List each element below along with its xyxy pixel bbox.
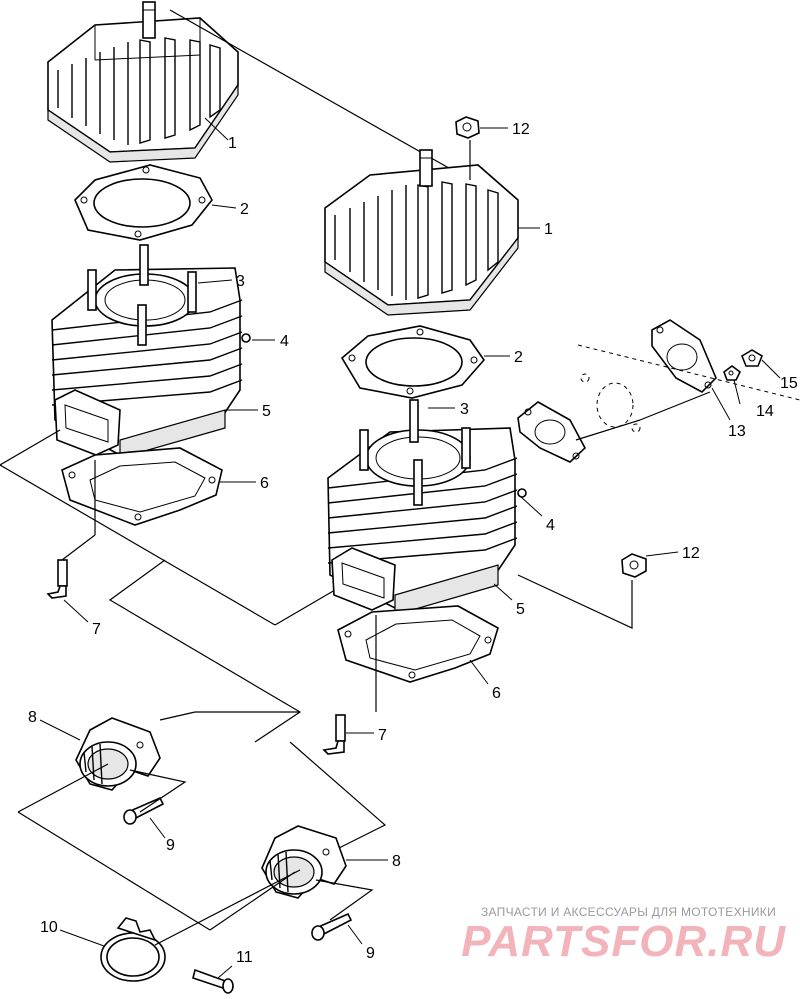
callout-10: 10 [40,919,58,936]
callout-13: 13 [728,423,746,440]
callout-3-right: 3 [460,401,469,418]
base-gasket-left [61,447,223,526]
nipple-fitting-right [322,714,346,755]
screw-right [311,912,353,941]
callout-9-left: 9 [166,837,175,854]
intake-flange-left [75,717,161,791]
nut-12-top [455,116,480,139]
callout-9-right: 9 [366,945,375,962]
callout-1-left: 1 [228,135,237,152]
cylinder-block-right [327,399,527,616]
intake-flange-right [261,825,347,899]
cylinder-head-left [47,1,239,163]
leader-lines-right [159,140,711,851]
head-gasket-left [74,164,213,241]
callout-2-left: 2 [240,201,249,218]
watermark-tagline: ЗАПЧАСТИ И АКСЕССУАРЫ ДЛЯ МОТОТЕХНИКИ [481,905,776,919]
callout-3-left: 3 [236,273,245,290]
callout-15: 15 [780,375,798,392]
base-gasket-right [337,605,499,683]
callout-8-right: 8 [392,853,401,870]
screw-left [123,796,165,825]
clamp-screw [192,968,234,994]
callout-8-left: 8 [28,709,37,726]
callout-4-left: 4 [280,333,289,350]
cylinder-head-right [324,149,519,316]
watermark-logo: PARTSFOR.RU [461,917,786,966]
exhaust-flange-group [517,319,800,463]
callout-labels: 1 2 3 4 5 6 7 12 1 2 3 4 5 6 7 12 13 14 … [28,121,798,966]
hose-clamp [100,917,166,982]
callout-6-left: 6 [260,475,269,492]
callout-11: 11 [236,949,253,966]
watermark: ЗАПЧАСТИ И АКСЕССУАРЫ ДЛЯ МОТОТЕХНИКИ PA… [461,905,786,966]
callout-leaders [39,117,781,979]
callout-1-right: 1 [544,221,553,238]
nipple-fitting-left [46,559,68,599]
nut-12-bottom [621,553,647,578]
callout-7-right: 7 [378,727,387,744]
callout-5-left: 5 [262,403,271,420]
callout-5-right: 5 [516,601,525,618]
callout-12-top: 12 [512,121,530,138]
callout-7-left: 7 [92,621,101,638]
callout-12-bottom: 12 [682,545,700,562]
callout-14: 14 [756,403,774,420]
callout-6-right: 6 [492,685,501,702]
leader-lines-intake [17,711,374,946]
head-gasket-right [340,325,486,399]
cylinder-block-left [51,244,251,459]
callout-2-right: 2 [514,349,523,366]
callout-4-right: 4 [546,517,555,534]
